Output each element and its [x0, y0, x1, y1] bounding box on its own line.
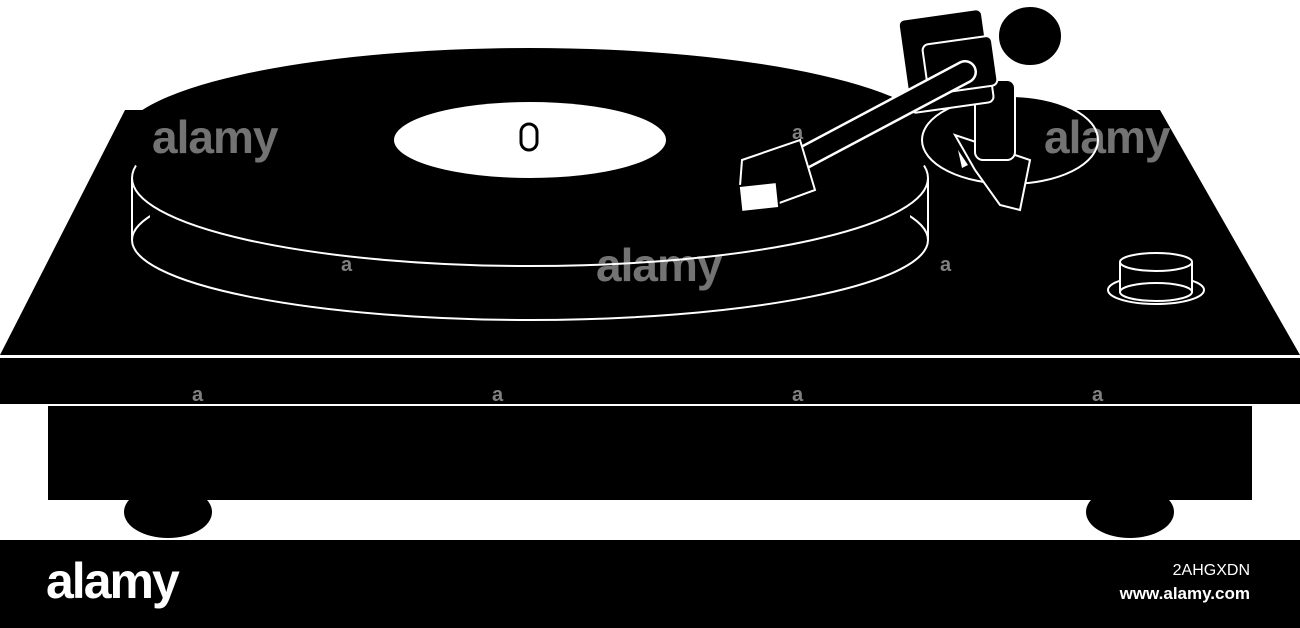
footer-logo: alamy — [46, 553, 180, 609]
cartridge — [737, 180, 781, 214]
spindle — [519, 122, 539, 152]
plinth-front — [0, 356, 1300, 406]
image-id: 2AHGXDN — [1172, 562, 1250, 579]
base-box — [48, 404, 1252, 500]
turntable-icon — [0, 5, 1300, 538]
footer-bar: alamy 2AHGXDN www.alamy.com — [0, 540, 1300, 628]
footer-url: www.alamy.com — [1119, 584, 1250, 603]
counterweight — [997, 5, 1063, 67]
